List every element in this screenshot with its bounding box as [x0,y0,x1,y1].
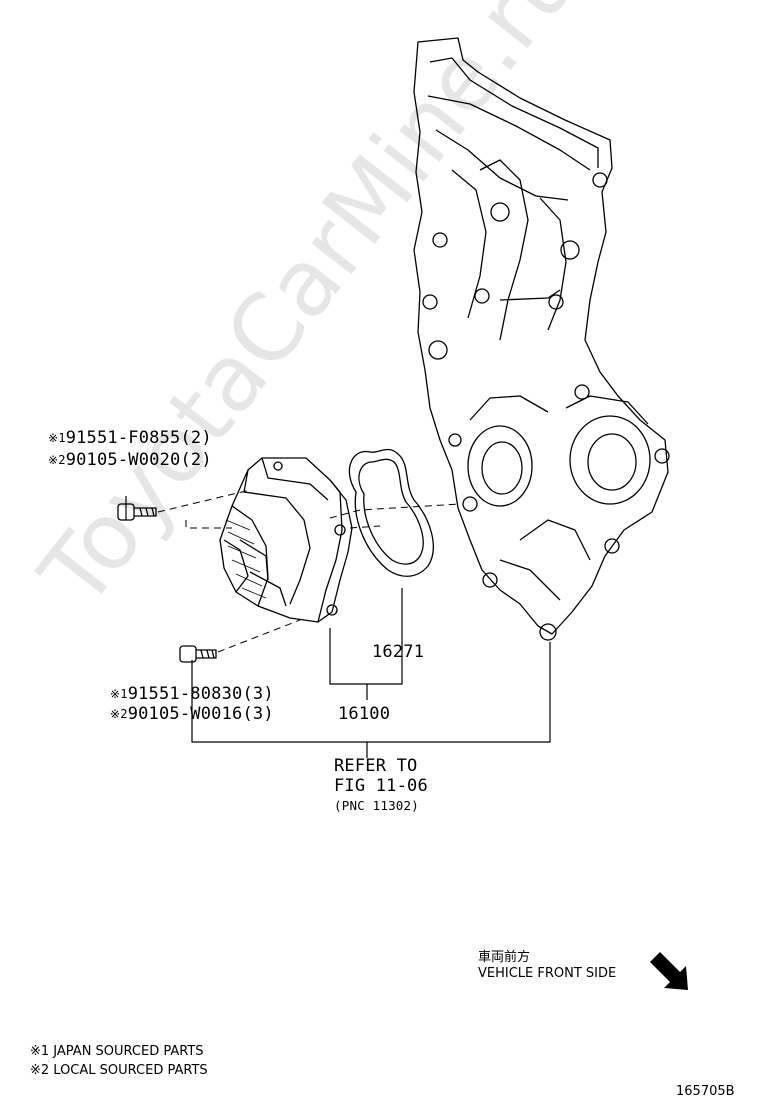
timing-cover-drawing [413,37,670,641]
arrow-down-right-icon [650,952,688,990]
direction-label-en: VEHICLE FRONT SIDE [478,966,617,981]
callout-bolt-lower-2: ※290105-W0016(3) [110,704,274,724]
legend-note-2: ※2 LOCAL SOURCED PARTS [30,1063,208,1078]
callout-bolt-upper-2: ※290105-W0020(2) [48,450,212,470]
callout-bolt-upper-1: ※191551-F0855(2) [48,428,212,448]
callout-pump-assy: 16100 [338,704,391,724]
bolt-upper-drawing [117,503,157,521]
refer-line-2: FIG 11-06 [334,776,428,796]
legend-note-1: ※1 JAPAN SOURCED PARTS [30,1044,204,1059]
gasket-drawing [348,448,434,577]
callout-gasket: 16271 [372,642,425,662]
refer-line-1: REFER TO [334,756,418,776]
direction-label-jp: 車両前方 [478,950,531,965]
figure-id: 165705B [676,1084,735,1099]
refer-line-3: (PNC 11302) [334,798,419,813]
bolt-lower-drawing [179,645,217,663]
callout-bolt-lower-1: ※191551-80830(3) [110,684,274,704]
water-pump-drawing [219,457,353,623]
